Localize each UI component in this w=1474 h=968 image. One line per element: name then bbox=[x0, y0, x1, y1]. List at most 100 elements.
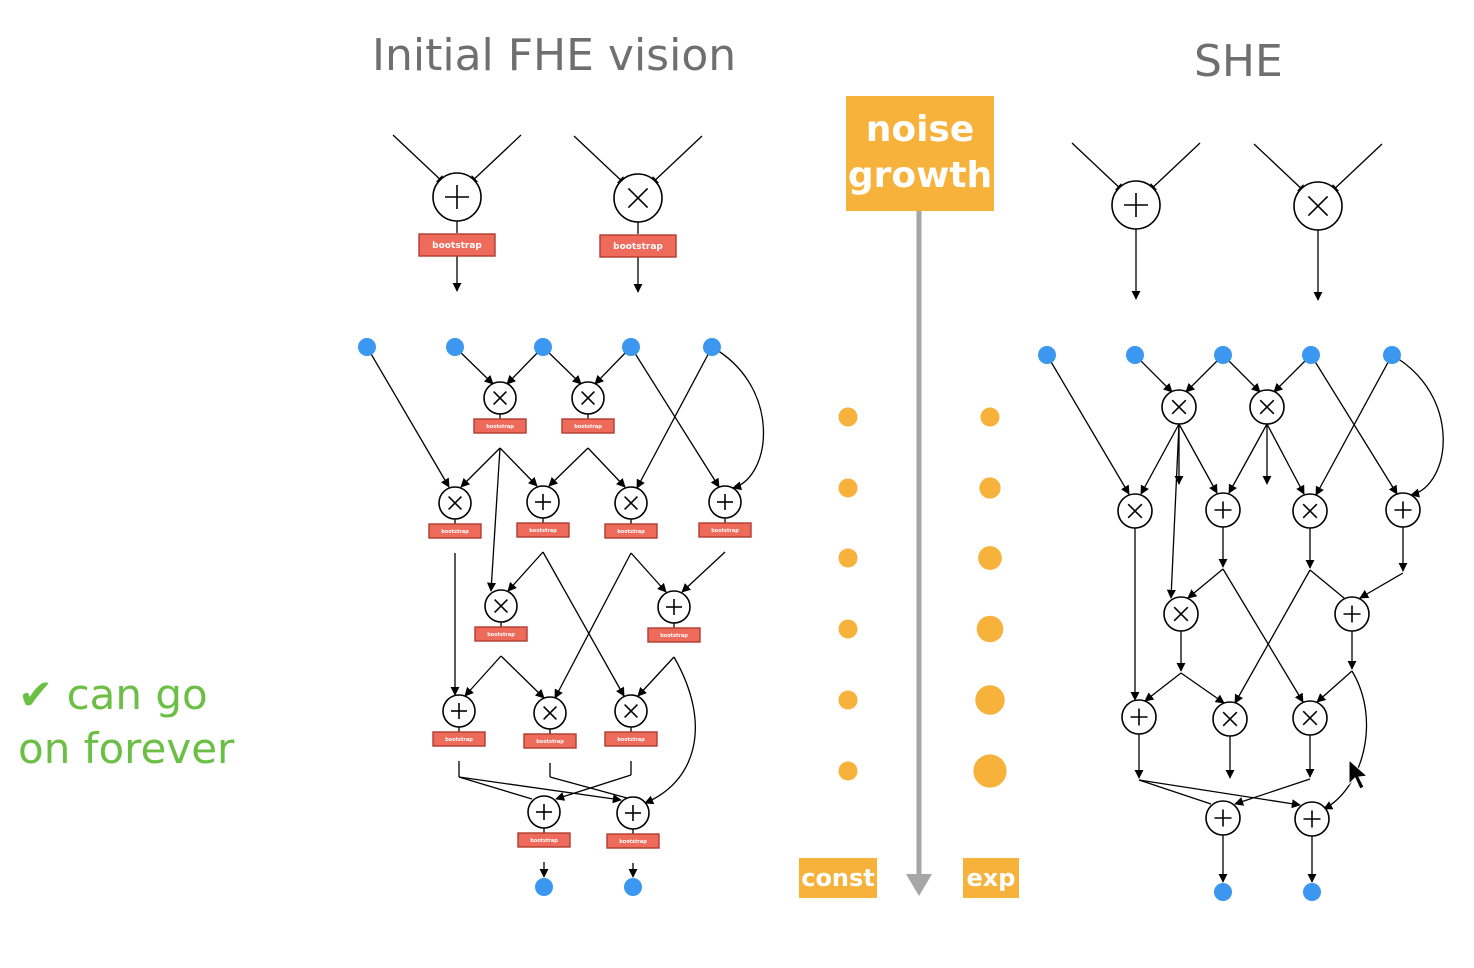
wire bbox=[1228, 423, 1268, 494]
add-gate bbox=[1121, 699, 1157, 735]
bootstrap-box: bootstrap bbox=[698, 522, 752, 538]
wire bbox=[1234, 569, 1311, 704]
add-gate bbox=[1205, 492, 1241, 528]
wire bbox=[1166, 423, 1180, 599]
mult-gate bbox=[613, 173, 663, 223]
mult-gate bbox=[1292, 493, 1328, 529]
output-node bbox=[624, 878, 642, 896]
noise-growth-box: noise growth bbox=[846, 96, 994, 211]
bootstrap-label: bootstrap bbox=[617, 529, 645, 535]
wire bbox=[507, 551, 544, 592]
wire bbox=[1316, 670, 1353, 703]
wire bbox=[554, 552, 632, 699]
wire bbox=[1329, 143, 1383, 194]
title-she: SHE bbox=[1194, 36, 1283, 87]
bootstrap-rect bbox=[517, 832, 571, 848]
const-noise-dot bbox=[838, 690, 858, 710]
wire bbox=[1178, 423, 1218, 494]
add-gate bbox=[1294, 801, 1330, 837]
mouse-pointer-icon bbox=[1348, 758, 1369, 790]
wire bbox=[1071, 142, 1125, 193]
input-node bbox=[446, 338, 464, 356]
wire bbox=[548, 447, 589, 487]
times-icon bbox=[627, 187, 649, 209]
checkmark-icon: ✔ bbox=[18, 670, 54, 719]
mult-gate bbox=[1293, 181, 1343, 231]
bootstrap-rect bbox=[599, 234, 677, 258]
wire bbox=[549, 776, 628, 799]
mult-gate bbox=[1161, 389, 1197, 425]
add-gate bbox=[1205, 800, 1241, 836]
times-icon bbox=[624, 496, 638, 510]
exp-noise-dot bbox=[978, 546, 1002, 570]
input-node bbox=[534, 338, 552, 356]
bootstrap-label: bootstrap bbox=[487, 632, 515, 638]
side-note-line1: can go bbox=[66, 670, 208, 719]
exp-noise-dot bbox=[975, 685, 1005, 715]
mult-gate bbox=[1163, 596, 1199, 632]
bootstrap-box: bootstrap bbox=[647, 627, 701, 643]
bootstrap-label: bootstrap bbox=[445, 737, 473, 743]
output-node bbox=[535, 878, 553, 896]
wire bbox=[392, 134, 446, 185]
add-gate bbox=[1111, 180, 1161, 230]
bootstrap-rect bbox=[428, 523, 482, 539]
mult-gate bbox=[1249, 389, 1285, 425]
exp-noise-dot bbox=[979, 477, 1001, 499]
bootstrap-box: bootstrap bbox=[473, 418, 527, 434]
times-icon bbox=[1173, 606, 1189, 622]
times-icon bbox=[493, 391, 507, 405]
side-note: ✔ can go on forever bbox=[18, 668, 234, 776]
exp-label: exp bbox=[963, 858, 1019, 898]
bootstrap-rect bbox=[473, 418, 527, 434]
bootstrap-rect bbox=[561, 418, 615, 434]
wire bbox=[587, 447, 626, 488]
bootstrap-box: bootstrap bbox=[606, 833, 660, 849]
mult-gate bbox=[438, 486, 472, 520]
bootstrap-rect bbox=[516, 522, 570, 538]
const-noise-dot bbox=[838, 407, 858, 427]
times-icon bbox=[1222, 711, 1238, 727]
bootstrap-label: bootstrap bbox=[660, 633, 688, 639]
add-gate bbox=[657, 590, 691, 624]
add-gate bbox=[527, 795, 561, 829]
input-node bbox=[1126, 346, 1144, 364]
bootstrap-rect bbox=[604, 523, 658, 539]
bootstrap-label: bootstrap bbox=[441, 529, 469, 535]
exp-noise-dot bbox=[973, 754, 1007, 788]
mult-gate bbox=[1292, 700, 1328, 736]
bootstrap-box: bootstrap bbox=[517, 832, 571, 848]
bootstrap-label: bootstrap bbox=[617, 737, 645, 743]
bootstrap-box: bootstrap bbox=[516, 522, 570, 538]
wire bbox=[468, 134, 522, 185]
add-gate bbox=[432, 172, 482, 222]
wire bbox=[1180, 672, 1225, 704]
wire bbox=[1391, 354, 1444, 498]
times-icon bbox=[1302, 503, 1318, 519]
bootstrap-label: bootstrap bbox=[529, 528, 557, 534]
input-node bbox=[1302, 346, 1320, 364]
const-noise-dot bbox=[838, 619, 858, 639]
wire bbox=[1046, 354, 1130, 495]
noise-label-line2: growth bbox=[847, 155, 993, 196]
mult-gate bbox=[1117, 493, 1153, 529]
bootstrap-label: bootstrap bbox=[619, 839, 647, 845]
bootstrap-rect bbox=[606, 833, 660, 849]
wire bbox=[649, 135, 703, 186]
mult-gate bbox=[1212, 701, 1248, 737]
add-gate bbox=[708, 485, 742, 519]
mult-gate bbox=[614, 486, 648, 520]
wire bbox=[1140, 423, 1180, 495]
wire bbox=[644, 656, 696, 805]
bootstrap-rect bbox=[604, 731, 658, 747]
bootstrap-label: bootstrap bbox=[530, 838, 558, 844]
times-icon bbox=[1307, 195, 1329, 217]
bootstrap-box: bootstrap bbox=[523, 733, 577, 749]
times-icon bbox=[448, 496, 462, 510]
input-node bbox=[1383, 346, 1401, 364]
wire bbox=[1147, 142, 1201, 193]
bootstrap-box: bootstrap bbox=[599, 234, 677, 258]
bootstrap-box: bootstrap bbox=[428, 523, 482, 539]
